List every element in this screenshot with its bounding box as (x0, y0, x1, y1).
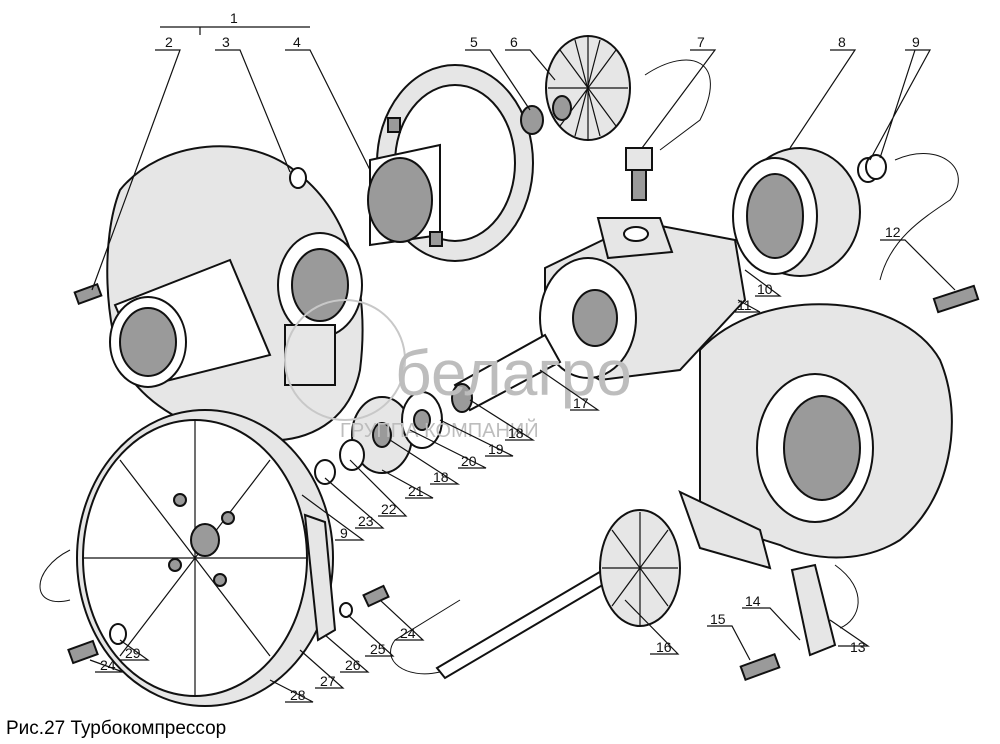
label-28: 28 (290, 687, 306, 703)
label-16: 16 (656, 639, 672, 655)
label-9b: 9 (340, 525, 348, 541)
label-9: 9 (912, 34, 920, 50)
compressor-wheel (545, 35, 631, 141)
label-25: 25 (370, 641, 386, 657)
lock-plate-13-14 (790, 563, 837, 657)
figure-caption: Рис.27 Турбокомпрессор (6, 718, 227, 739)
label-24b: 24 (100, 657, 116, 673)
bearing-housing (539, 217, 747, 382)
watermark-main: белагро (395, 337, 632, 409)
label-18b: 18 (433, 469, 449, 485)
leader-lines (89, 26, 956, 703)
label-18a: 18 (508, 425, 524, 441)
compressor-housing (106, 145, 364, 442)
nut-5 (520, 105, 544, 135)
label-21: 21 (408, 483, 424, 499)
piston-rings (857, 154, 887, 183)
diffuser-plate (367, 64, 534, 262)
stud-12 (932, 284, 980, 314)
label-29: 29 (125, 645, 141, 661)
bearing-sleeve (451, 333, 562, 413)
label-8: 8 (838, 34, 846, 50)
label-19: 19 (488, 441, 504, 457)
label-1: 1 (230, 10, 238, 26)
label-6: 6 (510, 34, 518, 50)
label-12: 12 (885, 224, 901, 240)
bolt-2 (73, 282, 103, 306)
label-24a: 24 (400, 625, 416, 641)
label-13: 13 (850, 639, 866, 655)
label-3: 3 (222, 34, 230, 50)
label-20: 20 (461, 453, 477, 469)
label-15: 15 (710, 611, 726, 627)
label-5: 5 (470, 34, 478, 50)
label-10: 10 (757, 281, 773, 297)
label-23: 23 (358, 513, 374, 529)
label-22: 22 (381, 501, 397, 517)
label-11: 11 (737, 297, 752, 313)
label-27: 27 (320, 673, 336, 689)
label-17: 17 (573, 395, 589, 411)
part-labels: 1 2 3 4 5 6 7 8 9 10 11 12 13 14 15 16 1… (100, 10, 920, 703)
oil-fitting (625, 147, 653, 201)
label-2: 2 (165, 34, 173, 50)
label-14: 14 (745, 593, 761, 609)
back-plate (76, 409, 334, 707)
turbine-rotor (435, 509, 681, 680)
label-7: 7 (697, 34, 705, 50)
heat-shield (732, 147, 861, 277)
ring-3 (289, 167, 307, 189)
turbine-housing (678, 303, 953, 570)
label-4: 4 (293, 34, 301, 50)
lock-plate-26 (303, 513, 337, 642)
label-26: 26 (345, 657, 361, 673)
bolts (67, 584, 781, 682)
